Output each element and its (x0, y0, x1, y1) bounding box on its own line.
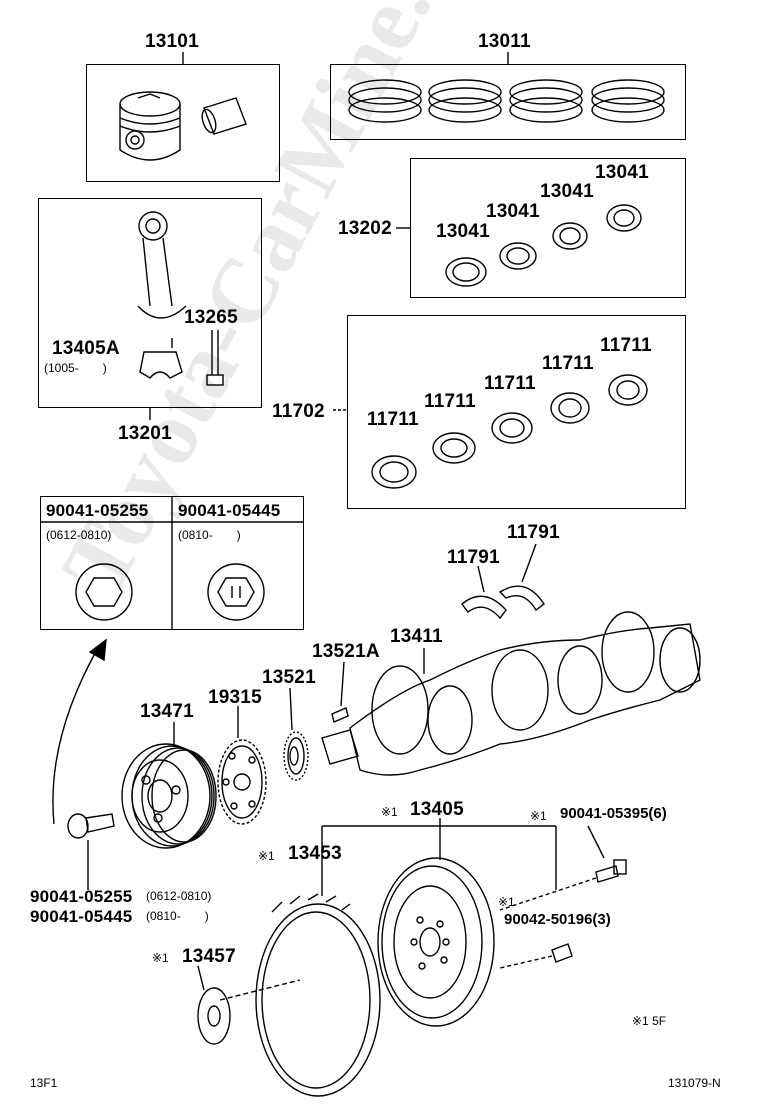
label-pin[interactable]: 90042-50196(3) (504, 911, 611, 928)
label-flywheel-bolt[interactable]: 90041-05395(6) (560, 805, 667, 822)
arrow-head-icon (88, 638, 107, 662)
label-bolt-a[interactable]: 90041-05255 (46, 501, 149, 520)
label-flywheel[interactable]: 13405 (410, 799, 464, 820)
label-conrod-bearing-set[interactable]: 13202 (338, 218, 392, 239)
pin-icon (499, 943, 573, 969)
label-conrod-cap[interactable]: 13405A (52, 338, 120, 359)
label-bolt-b[interactable]: 90041-05445 (178, 501, 281, 520)
label-main-bearing-4[interactable]: 11711 (542, 353, 594, 374)
label-pulley-bolt-a[interactable]: 90041-05255 (30, 887, 133, 906)
key-icon (331, 661, 349, 723)
label-pulley-bolt-b-range: (0810- ) (146, 909, 209, 923)
flywheel-bolt-icon (499, 859, 627, 911)
label-conrod-bearing-3[interactable]: 13041 (540, 181, 594, 202)
footnote: ※1 5F (632, 1014, 667, 1028)
piston-ring-icon (348, 79, 665, 123)
footer-left: 13F1 (30, 1076, 58, 1090)
connecting-rod-icon (137, 211, 187, 379)
label-conrod-bolt[interactable]: 13265 (184, 307, 238, 328)
label-conrod-bearing-1[interactable]: 13041 (436, 221, 490, 242)
label-piston[interactable]: 13101 (145, 31, 199, 52)
label-pin-mark: ※1 (498, 895, 515, 909)
label-conrod-assy[interactable]: 13201 (118, 423, 172, 444)
ring-gear-icon (255, 893, 381, 1097)
footer-right: 131079-N (668, 1076, 721, 1090)
crankshaft-pulley-icon (121, 722, 217, 849)
pulley-bolt-icon (67, 813, 115, 890)
conrod-bearing-box (410, 158, 686, 298)
main-bearing-box (347, 315, 686, 509)
label-main-bearing-set[interactable]: 11702 (272, 401, 325, 422)
label-conrod-bearing-4[interactable]: 13041 (595, 162, 649, 183)
label-conrod-bearing-2[interactable]: 13041 (486, 201, 540, 222)
conrod-box (38, 198, 262, 408)
label-ring-set[interactable]: 13011 (478, 31, 531, 52)
label-crank-timing-gear[interactable]: 13521 (262, 667, 316, 688)
label-bolt-b-range: (0810- ) (178, 528, 241, 542)
piston-icon (119, 91, 181, 161)
arrow-icon (52, 647, 99, 825)
label-main-bearing-5[interactable]: 11711 (600, 335, 652, 356)
flywheel-icon (377, 857, 495, 1027)
plate-icon (197, 965, 231, 1045)
label-plate[interactable]: 13457 (182, 946, 236, 967)
label-bolt-a-range: (0612-0810) (46, 528, 112, 542)
label-main-bearing-1[interactable]: 11711 (367, 409, 419, 430)
label-flywheel-bolt-mark: ※1 (530, 809, 547, 823)
conrod-bearing-icon (445, 204, 642, 287)
label-ring-gear-mark: ※1 (258, 849, 275, 863)
label-flywheel-mark: ※1 (381, 805, 398, 819)
piston-pin-icon (201, 97, 247, 135)
ring-set-box (330, 64, 686, 140)
label-main-bearing-2[interactable]: 11711 (424, 391, 476, 412)
label-thrust-washer-2[interactable]: 11791 (507, 522, 560, 543)
label-key[interactable]: 13521A (312, 641, 380, 662)
label-ring-gear[interactable]: 13453 (288, 843, 342, 864)
piston-box (86, 64, 280, 182)
thrust-washer-icon (461, 543, 545, 620)
label-plate-mark: ※1 (152, 951, 169, 965)
signal-plate-icon (217, 706, 267, 825)
label-pulley[interactable]: 13471 (140, 701, 194, 722)
label-thrust-washer-1[interactable]: 11791 (447, 547, 500, 568)
label-crankshaft[interactable]: 13411 (390, 626, 443, 647)
crank-timing-gear-icon (283, 687, 309, 781)
label-pulley-bolt-b[interactable]: 90041-05445 (30, 907, 133, 926)
label-signal-plate[interactable]: 19315 (208, 687, 262, 708)
label-conrod-cap-range: (1005- ) (44, 361, 107, 375)
main-bearing-icon (371, 374, 648, 489)
label-pulley-bolt-a-range: (0612-0810) (146, 889, 212, 903)
label-main-bearing-3[interactable]: 11711 (484, 373, 536, 394)
conrod-bolt-icon (206, 330, 224, 386)
crankshaft-icon (321, 611, 701, 776)
bolt-head-icon (75, 563, 265, 621)
